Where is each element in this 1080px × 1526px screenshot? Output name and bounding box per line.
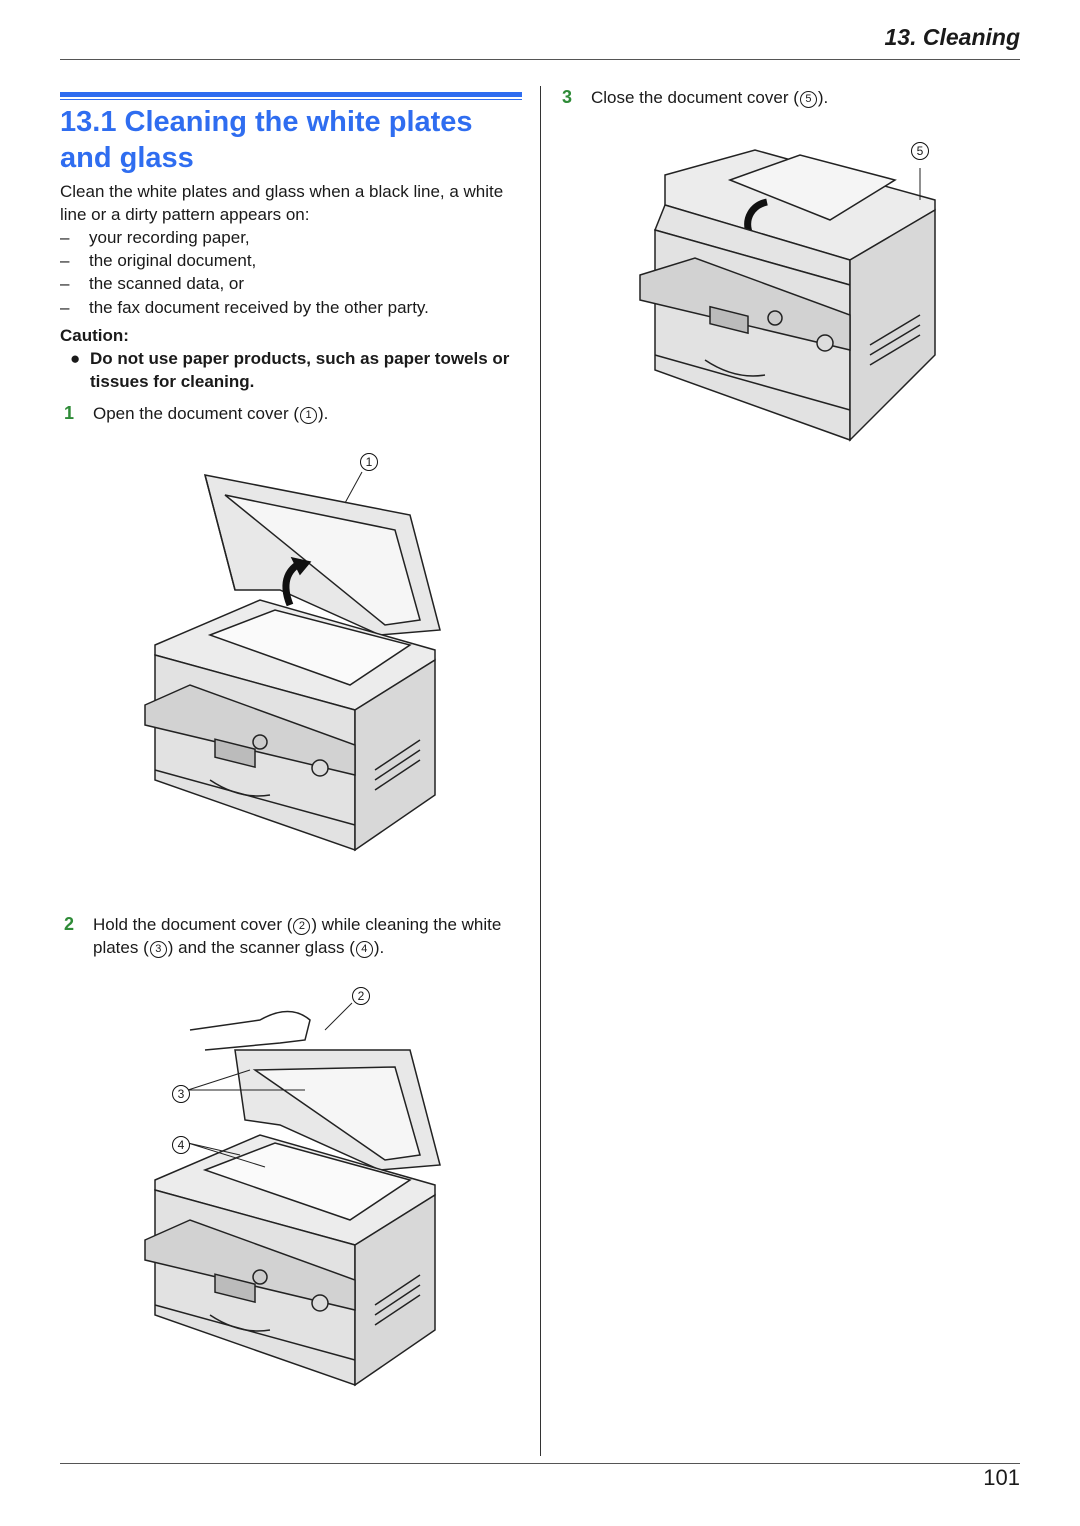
step-1: 1 Open the document cover (1). [64, 402, 533, 425]
header-rule [60, 59, 1020, 60]
caution-text: Do not use paper products, such as paper… [90, 349, 510, 391]
callout-ref: 2 [293, 918, 311, 935]
step-number: 2 [64, 914, 75, 934]
callout-2: 2 [352, 987, 370, 1005]
callout-ref: 1 [300, 407, 318, 424]
list-item-text: the fax document received by the other p… [89, 298, 429, 317]
list-dash: – [60, 274, 70, 293]
section-title: 13.1 Cleaning the white plates and glass [60, 106, 473, 174]
list-item: –the fax document received by the other … [60, 296, 530, 319]
page-number: 101 [983, 1465, 1020, 1490]
list-item: –your recording paper, [60, 226, 530, 249]
step-number: 1 [64, 403, 75, 423]
step-text: ) while cleaning the white plates ( [93, 915, 502, 957]
step-text: ). [373, 938, 385, 957]
list-dash: – [60, 251, 70, 270]
list-item: –the original document, [60, 249, 530, 272]
chapter-header: 13. Cleaning [884, 24, 1020, 50]
callout-ref: 4 [355, 941, 373, 958]
section-bar-thin [60, 99, 522, 100]
callout-ref: 5 [799, 91, 817, 108]
printer-figure-closed-cover [639, 149, 936, 442]
footer-rule [60, 1463, 1020, 1464]
step-3: 3 Close the document cover (5). [562, 86, 1031, 109]
section-bar [60, 92, 522, 97]
list-item-text: the original document, [89, 251, 257, 270]
step-text: ). [318, 404, 329, 423]
step-text: ) and the scanner glass ( [167, 938, 355, 957]
step-number: 3 [562, 87, 573, 107]
step-text: Hold the document cover ( [93, 915, 293, 934]
printer-figure-open-cover [144, 471, 441, 852]
callout-4: 4 [172, 1136, 190, 1154]
list-item: –the scanned data, or [60, 272, 530, 295]
callout-1: 1 [360, 453, 378, 471]
callout-3: 3 [172, 1085, 190, 1103]
printer-figure-cleaning [144, 1002, 441, 1387]
callout-5: 5 [911, 142, 929, 160]
step-2: 2 Hold the document cover (2) while clea… [64, 913, 533, 959]
step-text: Open the document cover ( [93, 404, 300, 423]
intro-paragraph: Clean the white plates and glass when a … [60, 182, 504, 224]
list-item-text: your recording paper, [89, 228, 250, 247]
caution-title: Caution: [60, 326, 129, 345]
bullet-icon: ● [70, 349, 81, 368]
list-dash: – [60, 228, 70, 247]
callout-ref: 3 [149, 941, 167, 958]
step-text: Close the document cover ( [591, 88, 799, 107]
step-text: ). [817, 88, 829, 107]
caution-item: ● Do not use paper products, such as pap… [70, 347, 530, 393]
list-dash: – [60, 298, 70, 317]
column-divider [540, 86, 541, 1456]
list-item-text: the scanned data, or [89, 274, 245, 293]
